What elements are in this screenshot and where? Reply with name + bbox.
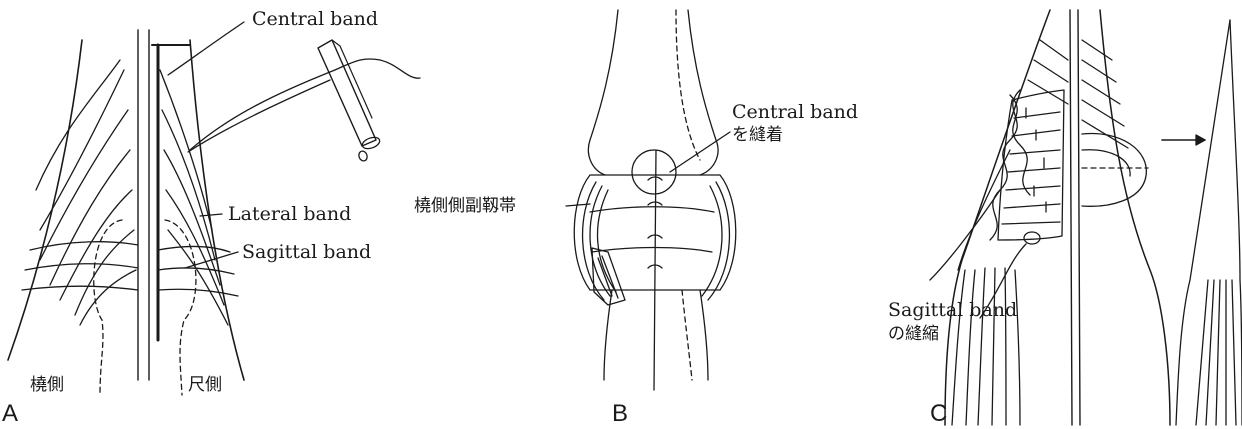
midline-thread bbox=[654, 150, 656, 390]
panel-letter-a: A bbox=[2, 401, 18, 427]
label-lateral-band: Lateral band bbox=[228, 203, 351, 225]
label-radial-collateral-ligament: 橈側側副靱帯 bbox=[414, 195, 516, 217]
thread-c2 bbox=[958, 150, 1010, 270]
panel-a-drawing bbox=[8, 22, 420, 395]
leader-central-band bbox=[168, 22, 244, 75]
sagittal-fiber-2 bbox=[25, 264, 138, 270]
fiber-a4 bbox=[60, 190, 132, 300]
spindle-right bbox=[1230, 20, 1242, 425]
label-central-band-b: Central band bbox=[732, 101, 858, 123]
leader-central-band-b bbox=[670, 132, 730, 172]
fiber-a7 bbox=[80, 270, 136, 325]
bone-lower-right bbox=[700, 290, 708, 380]
collateral-strand-5 bbox=[702, 186, 722, 296]
sagittal-fiber-3 bbox=[22, 286, 138, 290]
panel-letter-c: C bbox=[930, 401, 947, 427]
spindle-left bbox=[1176, 20, 1230, 425]
label-central-band: Central band bbox=[252, 8, 378, 30]
cross-band-2 bbox=[592, 248, 712, 253]
sagittal-wrap bbox=[1082, 133, 1146, 206]
finger-c-right bbox=[1100, 10, 1170, 425]
collateral-strand-3 bbox=[598, 190, 616, 292]
suture-thread-a bbox=[190, 59, 420, 150]
bone-upper-left bbox=[588, 10, 618, 175]
fiber-a10 bbox=[164, 150, 220, 285]
joint-dash-left bbox=[94, 220, 122, 395]
bone-upper-dash bbox=[676, 10, 700, 160]
label-radial-side: 橈側 bbox=[30, 374, 64, 396]
stitch-b1 bbox=[648, 177, 662, 180]
arrow-head bbox=[1196, 135, 1205, 145]
label-central-band-b-suture: を縫着 bbox=[732, 124, 783, 146]
label-sagittal-band-c: Sagittal band bbox=[888, 299, 1017, 321]
tendon-c-left bbox=[1070, 10, 1072, 425]
fiber-a6 bbox=[36, 60, 120, 190]
finger-outline-left bbox=[8, 40, 82, 360]
panel-letter-b: B bbox=[612, 401, 628, 427]
bone-lower-dash bbox=[682, 290, 692, 380]
band-roll bbox=[1024, 232, 1040, 244]
fiber-a8 bbox=[160, 70, 212, 230]
sagittal-fiber-4 bbox=[158, 246, 230, 252]
tendon-c-right bbox=[1078, 10, 1080, 425]
fiber-a2 bbox=[40, 110, 128, 260]
label-ulnar-side: 尺側 bbox=[188, 374, 222, 396]
suture-thread-a2 bbox=[188, 80, 330, 152]
thread-c1 bbox=[930, 190, 1000, 280]
label-sagittal-band: Sagittal band bbox=[242, 241, 371, 263]
panel-b-drawing bbox=[566, 10, 736, 390]
sagittal-fiber-6 bbox=[158, 289, 238, 296]
needle-holder bbox=[318, 40, 381, 162]
fiber-a9 bbox=[162, 110, 215, 260]
label-sagittal-band-c-plication: の縫縮 bbox=[888, 323, 939, 345]
finger-c-left bbox=[945, 10, 1050, 425]
panel-c-drawing bbox=[930, 10, 1242, 425]
ligament-block bbox=[592, 248, 625, 305]
cross-band-1 bbox=[590, 207, 714, 212]
